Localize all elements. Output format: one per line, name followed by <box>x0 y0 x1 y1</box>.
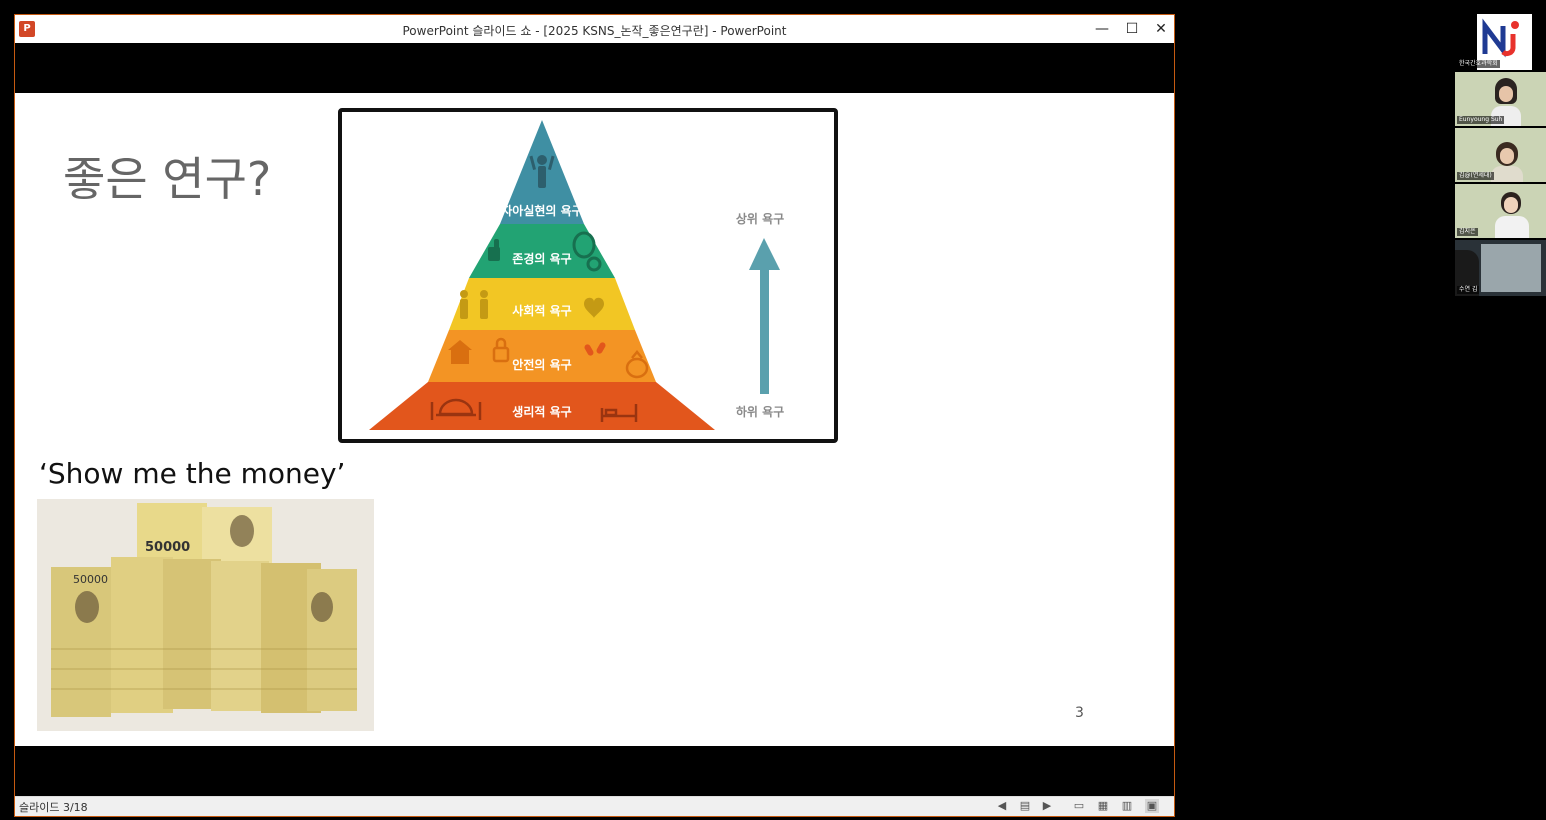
pyramid-level-physiological <box>369 382 715 430</box>
video-panel-participant[interactable]: Eunyoung Suh <box>1455 72 1546 126</box>
reading-view-icon[interactable]: ▥ <box>1121 799 1133 812</box>
medal-icon <box>572 231 602 272</box>
house-icon <box>448 340 472 364</box>
slide-indicator: 슬라이드 3/18 <box>19 801 88 814</box>
status-bar: 슬라이드 3/18 ◀ ▤ ▶ ▭ ▦ ▥ ▣ <box>15 796 1174 816</box>
video-panel-host[interactable]: 한국간호과학회 <box>1455 14 1546 70</box>
money-heading: ‘Show me the money’ <box>39 457 346 490</box>
pyramid-level-safety <box>428 330 656 382</box>
participant-body <box>1491 166 1523 182</box>
slide-menu-icon[interactable]: ▤ <box>1019 799 1031 812</box>
normal-view-icon[interactable]: ▭ <box>1073 799 1085 812</box>
banknote-denomination-label: 50000 <box>145 540 190 555</box>
participant-name: 한국간호과학회 <box>1457 60 1500 68</box>
maslow-pyramid-frame: 자아실현의 욕구 존경의 욕구 사회적 욕구 안전의 욕구 생리적 욕구 상위 … <box>338 108 838 443</box>
video-panel-participant[interactable]: 수연 김 <box>1455 240 1546 296</box>
slide-page-number: 3 <box>1075 705 1084 721</box>
powerpoint-window: P PowerPoint 슬라이드 쇼 - [2025 KSNS_논작_좋은연구… <box>14 14 1175 817</box>
slide-title: 좋은 연구? <box>63 152 272 206</box>
next-slide-icon[interactable]: ▶ <box>1042 799 1052 812</box>
previous-slide-icon[interactable]: ◀ <box>997 799 1007 812</box>
minimize-button[interactable]: — <box>1095 21 1109 37</box>
maximize-button[interactable]: ☐ <box>1125 21 1139 37</box>
pyramid-label-social: 사회적 욕구 <box>512 303 571 318</box>
heart-icon <box>584 297 604 318</box>
video-panel-participant[interactable]: 김지은 <box>1455 184 1546 238</box>
participant-name: 김지은 <box>1457 228 1478 236</box>
powerpoint-icon: P <box>19 21 35 37</box>
money-bag-icon <box>625 350 649 379</box>
participant-face <box>1504 197 1518 213</box>
higher-needs-label: 상위 욕구 <box>736 211 784 226</box>
thumbs-up-icon <box>488 239 500 261</box>
window-title: PowerPoint 슬라이드 쇼 - [2025 KSNS_논작_좋은연구란]… <box>402 24 787 38</box>
slide-canvas[interactable]: 좋은 연구? <box>15 93 1174 746</box>
pills-icon <box>584 342 606 356</box>
pyramid-level-esteem <box>469 224 615 278</box>
banknote-denomination-label: 50000 <box>73 573 108 586</box>
participant-video-frame <box>1481 244 1541 292</box>
pyramid-label-physiological: 생리적 욕구 <box>512 404 571 419</box>
slide-show-icon[interactable]: ▣ <box>1145 799 1159 813</box>
participant-name: Eunyoung Suh <box>1457 116 1505 124</box>
participant-face <box>1500 148 1514 164</box>
title-bar: P PowerPoint 슬라이드 쇼 - [2025 KSNS_논작_좋은연구… <box>15 15 1174 43</box>
bed-icon <box>600 404 638 422</box>
participant-name: 김@(연세대) <box>1457 172 1494 180</box>
pyramid-level-social <box>449 278 635 330</box>
person-raised-arms-icon <box>529 155 555 188</box>
pyramid-label-esteem: 존경의 욕구 <box>512 251 571 266</box>
maslow-pyramid-diagram: 자아실현의 욕구 존경의 욕구 사회적 욕구 안전의 욕구 생리적 욕구 상위 … <box>369 120 784 430</box>
video-panel-participant[interactable]: 김@(연세대) <box>1455 128 1546 182</box>
participant-face <box>1499 86 1513 102</box>
food-cloche-icon <box>430 398 482 420</box>
participant-body <box>1495 216 1529 238</box>
couple-icon <box>460 290 488 319</box>
pyramid-label-self-actualization: 자아실현의 욕구 <box>501 203 582 218</box>
banknote-stacks-photo: 50000 50000 <box>37 499 374 731</box>
lower-needs-label: 하위 욕구 <box>736 404 784 419</box>
participant-name: 수연 김 <box>1457 286 1480 294</box>
slide-sorter-icon[interactable]: ▦ <box>1097 799 1109 812</box>
lock-icon <box>492 337 510 363</box>
pyramid-label-safety: 안전의 욕구 <box>512 357 571 372</box>
close-button[interactable]: ✕ <box>1155 21 1167 37</box>
up-arrow-icon <box>749 238 780 394</box>
